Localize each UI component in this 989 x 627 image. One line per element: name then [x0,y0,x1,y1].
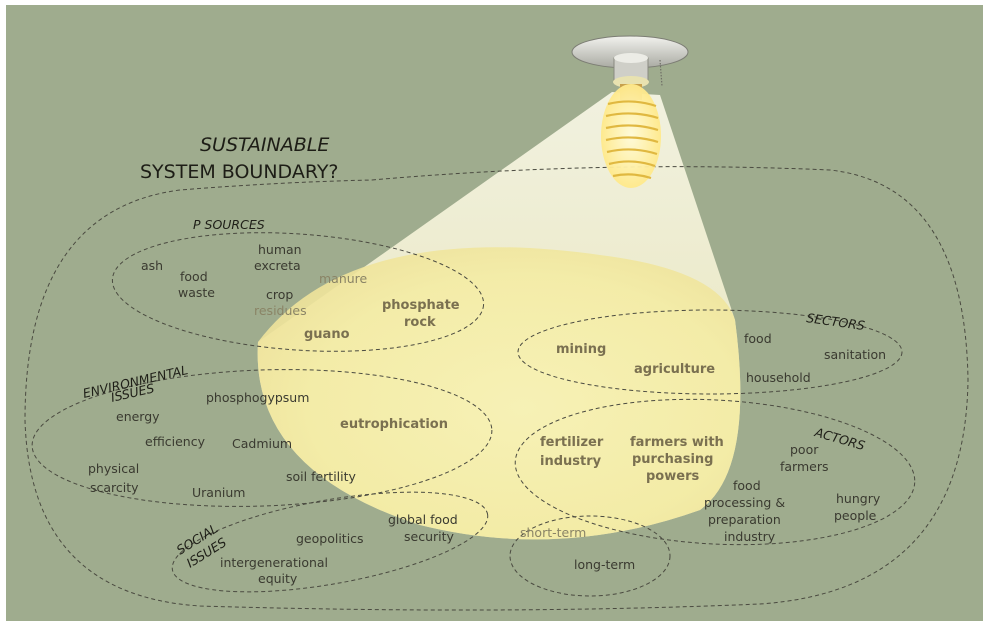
group-outlines [24,166,969,611]
farmers-label-3: powers [646,469,699,484]
phosphate-rock-label-2: rock [404,315,436,330]
physical-scarcity-label-1: physical [88,461,139,476]
global-food-security-label-1: global food [388,512,458,527]
soil-fertility-label: soil fertility [286,469,357,484]
title-line-2: SYSTEM BOUNDARY? [140,161,339,183]
environmental-issues-outline [31,369,493,507]
food-waste-label-1: food [180,269,208,284]
long-term-label: long-term [574,557,635,572]
ash-label: ash [141,258,163,273]
poor-farmers-label-1: poor [790,442,819,457]
sanitation-label: sanitation [824,347,886,362]
agriculture-label: agriculture [634,362,715,377]
food-sector-label: food [744,331,772,346]
title-line-1: SUSTAINABLE [200,134,329,156]
food-processing-label-1: food [733,478,761,493]
human-excreta-label-1: human [258,242,302,257]
food-waste-label-2: waste [178,285,215,300]
hungry-people-label-1: hungry [836,491,881,506]
global-food-security-label-2: security [404,529,455,544]
geopolitics-label: geopolitics [296,531,364,546]
efficiency-label: efficiency [145,434,206,449]
eutrophication-label: eutrophication [340,417,448,432]
energy-label: energy [116,409,160,424]
light-beam [257,92,741,540]
uranium-label: Uranium [192,485,245,500]
phosphate-rock-label-1: phosphate [382,298,460,313]
guano-label: guano [304,327,350,342]
household-label: household [746,370,811,385]
poor-farmers-label-2: farmers [780,459,829,474]
farmers-label-2: purchasing [632,452,713,467]
social-issues-outline [171,491,489,593]
crop-residues-label-1: crop [266,287,293,302]
food-processing-label-4: industry [724,529,776,544]
short-term-label: short-term [520,525,586,540]
food-processing-label-2: processing & [704,495,785,510]
actors-outline [514,398,916,546]
sectors-outline [517,309,903,395]
intergenerational-equity-label-2: equity [258,571,298,586]
food-processing-label-3: preparation [708,512,781,527]
timeframe-outline [509,515,671,597]
human-excreta-label-2: excreta [254,258,301,273]
fertilizer-industry-label-1: fertilizer [540,435,604,450]
mining-label: mining [556,342,606,357]
p-sources-outline [111,232,485,352]
intergenerational-equity-label-1: intergenerational [220,555,328,570]
physical-scarcity-label-2: scarcity [90,480,139,495]
hungry-people-label-2: people [834,508,877,523]
farmers-label-1: farmers with [630,435,724,450]
system-boundary-outline [24,166,969,611]
light-bulb-icon [571,35,689,188]
crop-residues-label-2: residues [254,303,307,318]
p-sources-heading: P SOURCES [193,217,265,232]
cadmium-label: Cadmium [232,436,292,451]
manure-label: manure [319,271,368,286]
phosphogypsum-label: phosphogypsum [206,390,309,405]
fertilizer-industry-label-2: industry [540,454,602,469]
